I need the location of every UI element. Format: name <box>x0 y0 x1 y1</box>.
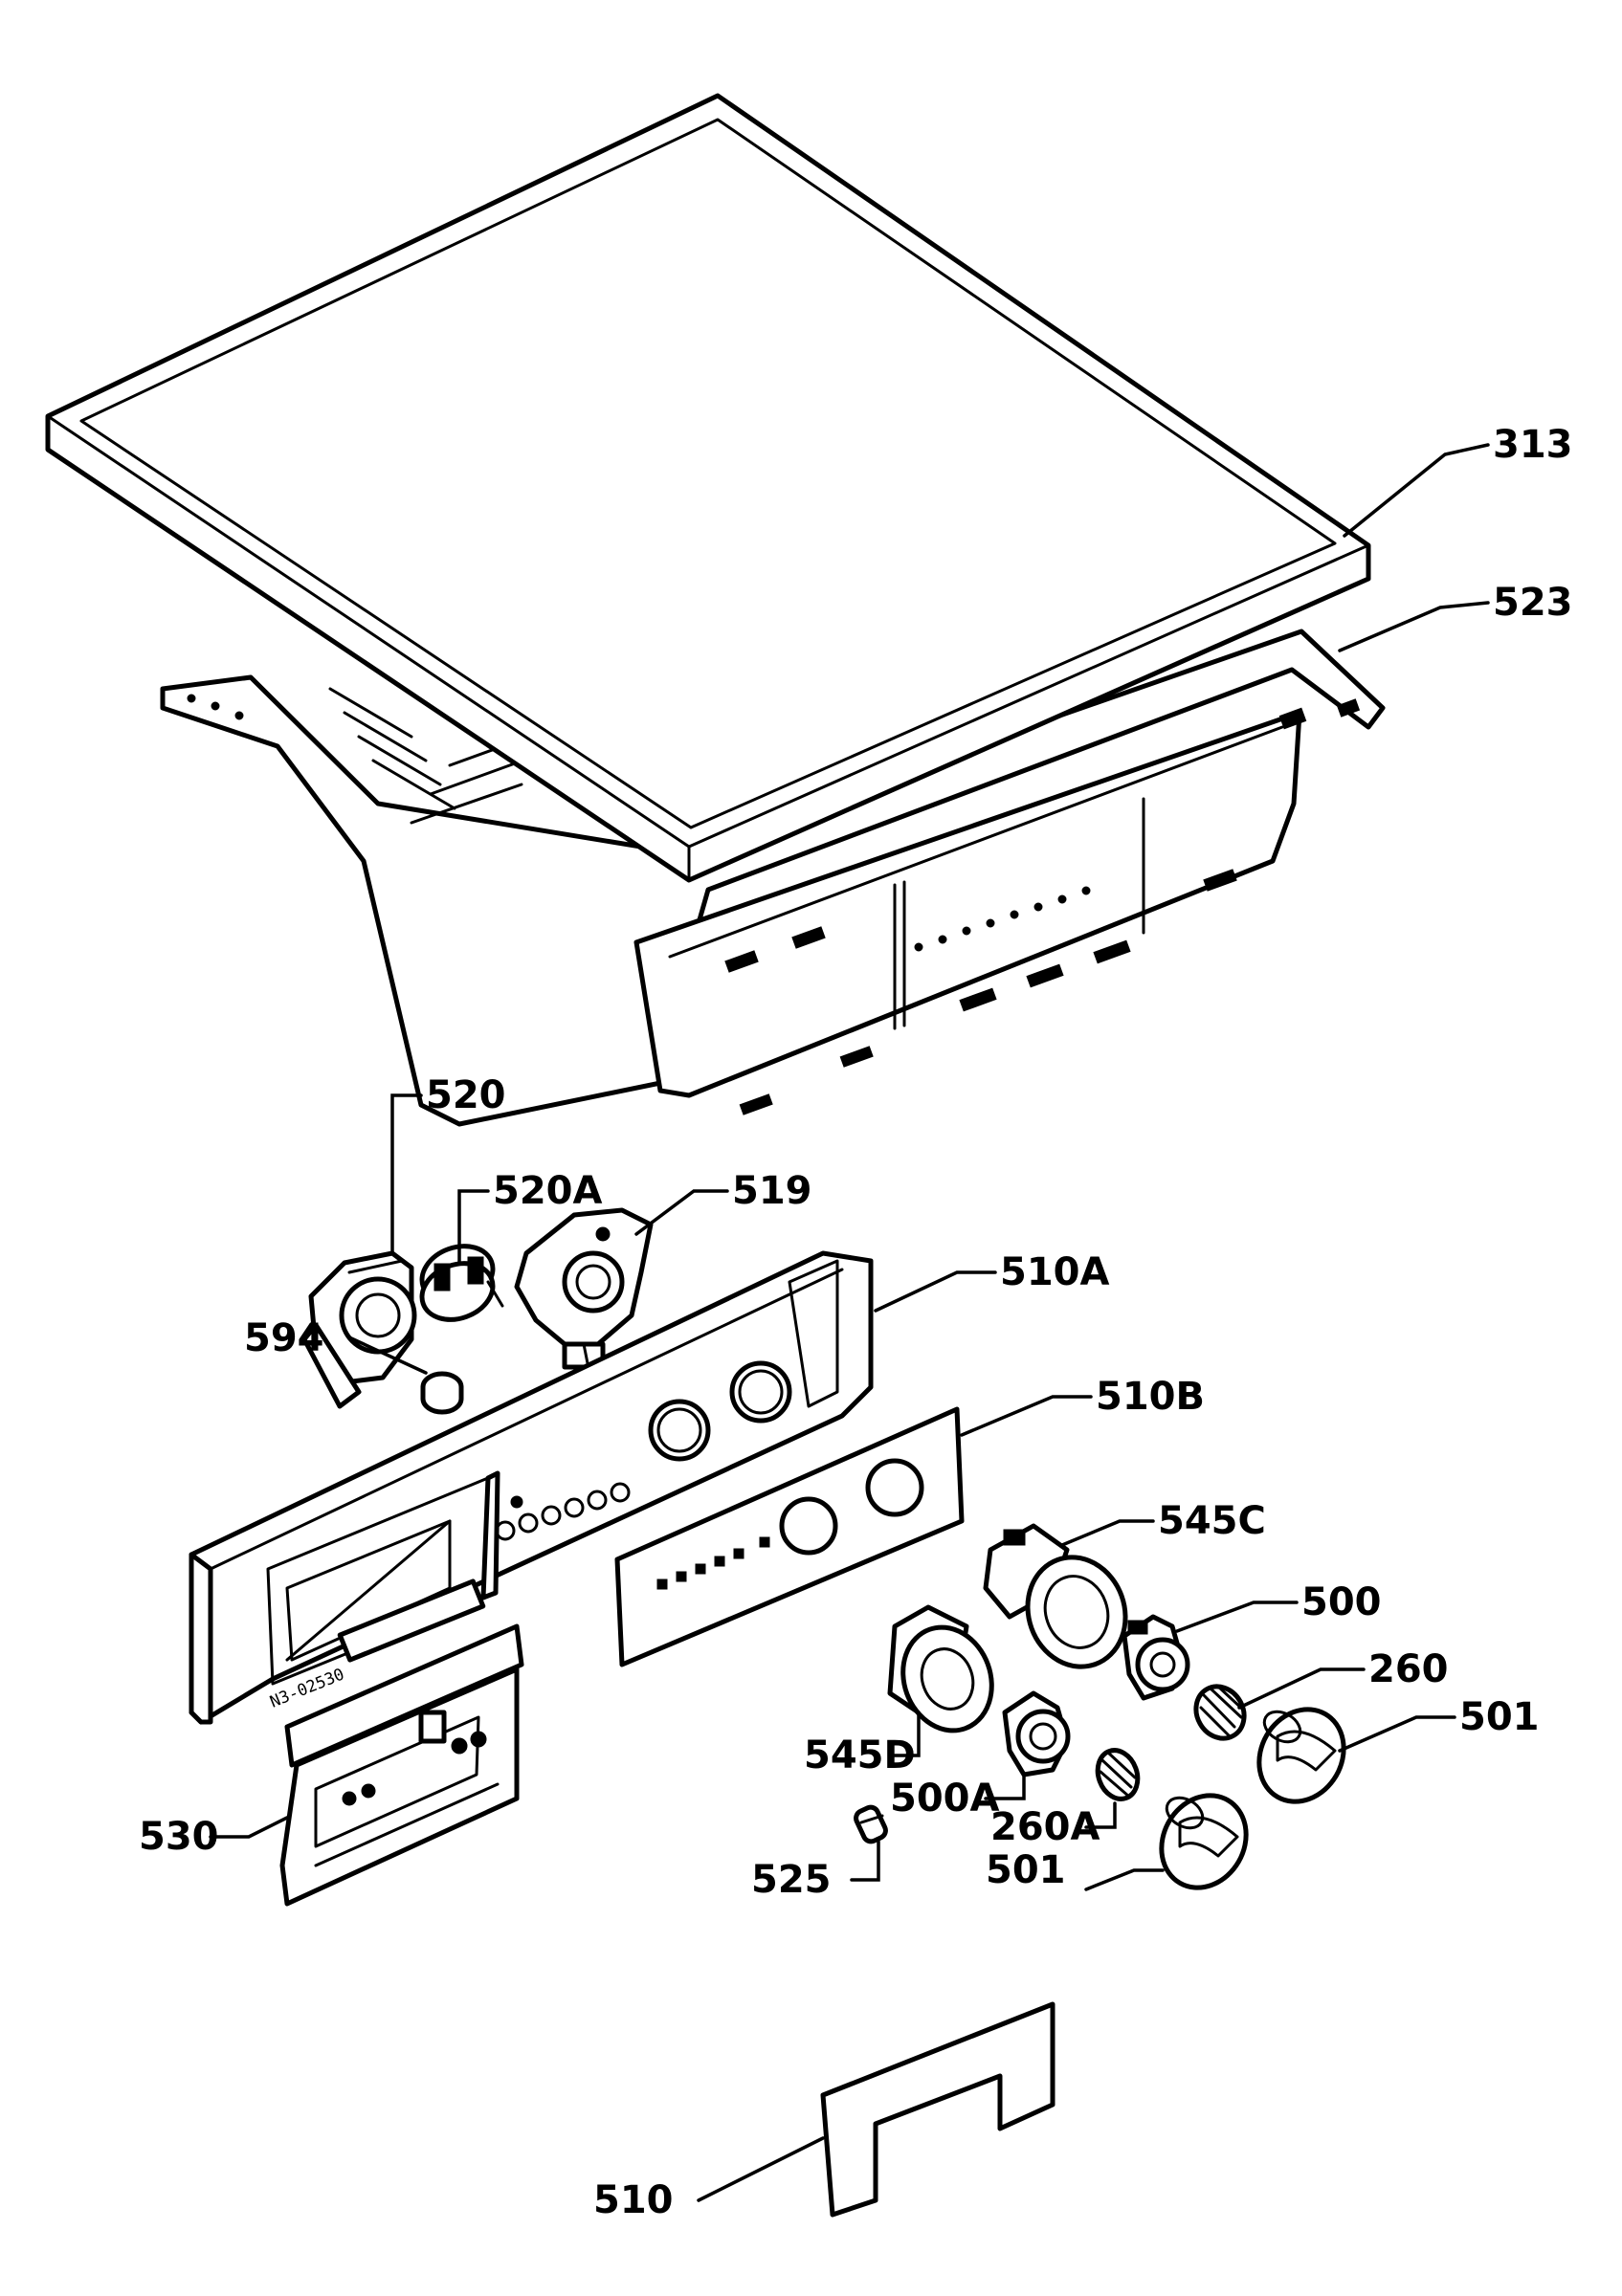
part-260-spring <box>1193 1684 1247 1741</box>
part-501-knob-lower <box>1159 1793 1249 1890</box>
label-510: 510 <box>593 2178 674 2222</box>
label-500: 500 <box>1301 1580 1382 1624</box>
decor-indicator-dots <box>656 1536 770 1590</box>
part-labels: 313 523 520 520A 519 594 510A 510B 545C … <box>139 423 1573 2222</box>
label-519: 519 <box>732 1169 812 1213</box>
label-545D: 545D <box>804 1733 916 1777</box>
frame-holes <box>187 694 1091 952</box>
fascia-indicator-icons <box>495 1482 631 1541</box>
label-260: 260 <box>1368 1647 1449 1691</box>
part-500-knob-base <box>1122 1614 1190 1701</box>
part-510B-decor <box>614 1406 965 1667</box>
part-525-pin <box>854 1804 888 1844</box>
part-520-bracket <box>301 1250 417 1409</box>
label-545C: 545C <box>1158 1499 1266 1543</box>
part-501-knob-right <box>1256 1707 1346 1804</box>
label-520A: 520A <box>493 1169 602 1213</box>
label-500A: 500A <box>890 1777 999 1821</box>
part-500A-knob-base <box>1002 1690 1071 1777</box>
label-501-lower: 501 <box>986 1848 1066 1892</box>
label-523: 523 <box>1493 581 1573 625</box>
part-260A-spring <box>1095 1748 1141 1801</box>
label-501-right: 501 <box>1459 1695 1540 1739</box>
label-520: 520 <box>426 1073 506 1117</box>
label-260A: 260A <box>990 1805 1100 1849</box>
part-530-switch-bracket <box>279 1623 524 1907</box>
leader-lines <box>209 443 1490 2202</box>
part-510A-fascia: N3-02530 <box>189 1250 874 1725</box>
label-525: 525 <box>751 1858 832 1902</box>
part-510-trim <box>820 2001 1055 2218</box>
part-545D-sleeve <box>887 1604 994 1733</box>
label-530: 530 <box>139 1815 219 1859</box>
part-545C-sleeve <box>983 1523 1128 1669</box>
label-510A: 510A <box>1000 1250 1109 1294</box>
part-523-frame <box>160 629 1386 1127</box>
part-520A-coupling <box>419 1244 504 1322</box>
label-510B: 510B <box>1096 1375 1205 1419</box>
frame-slots <box>724 698 1361 1115</box>
part-313-worktop <box>45 93 1371 883</box>
label-594: 594 <box>244 1316 324 1360</box>
label-313: 313 <box>1493 423 1573 467</box>
part-519-housing <box>514 1207 654 1370</box>
part-594-cap <box>420 1371 464 1415</box>
